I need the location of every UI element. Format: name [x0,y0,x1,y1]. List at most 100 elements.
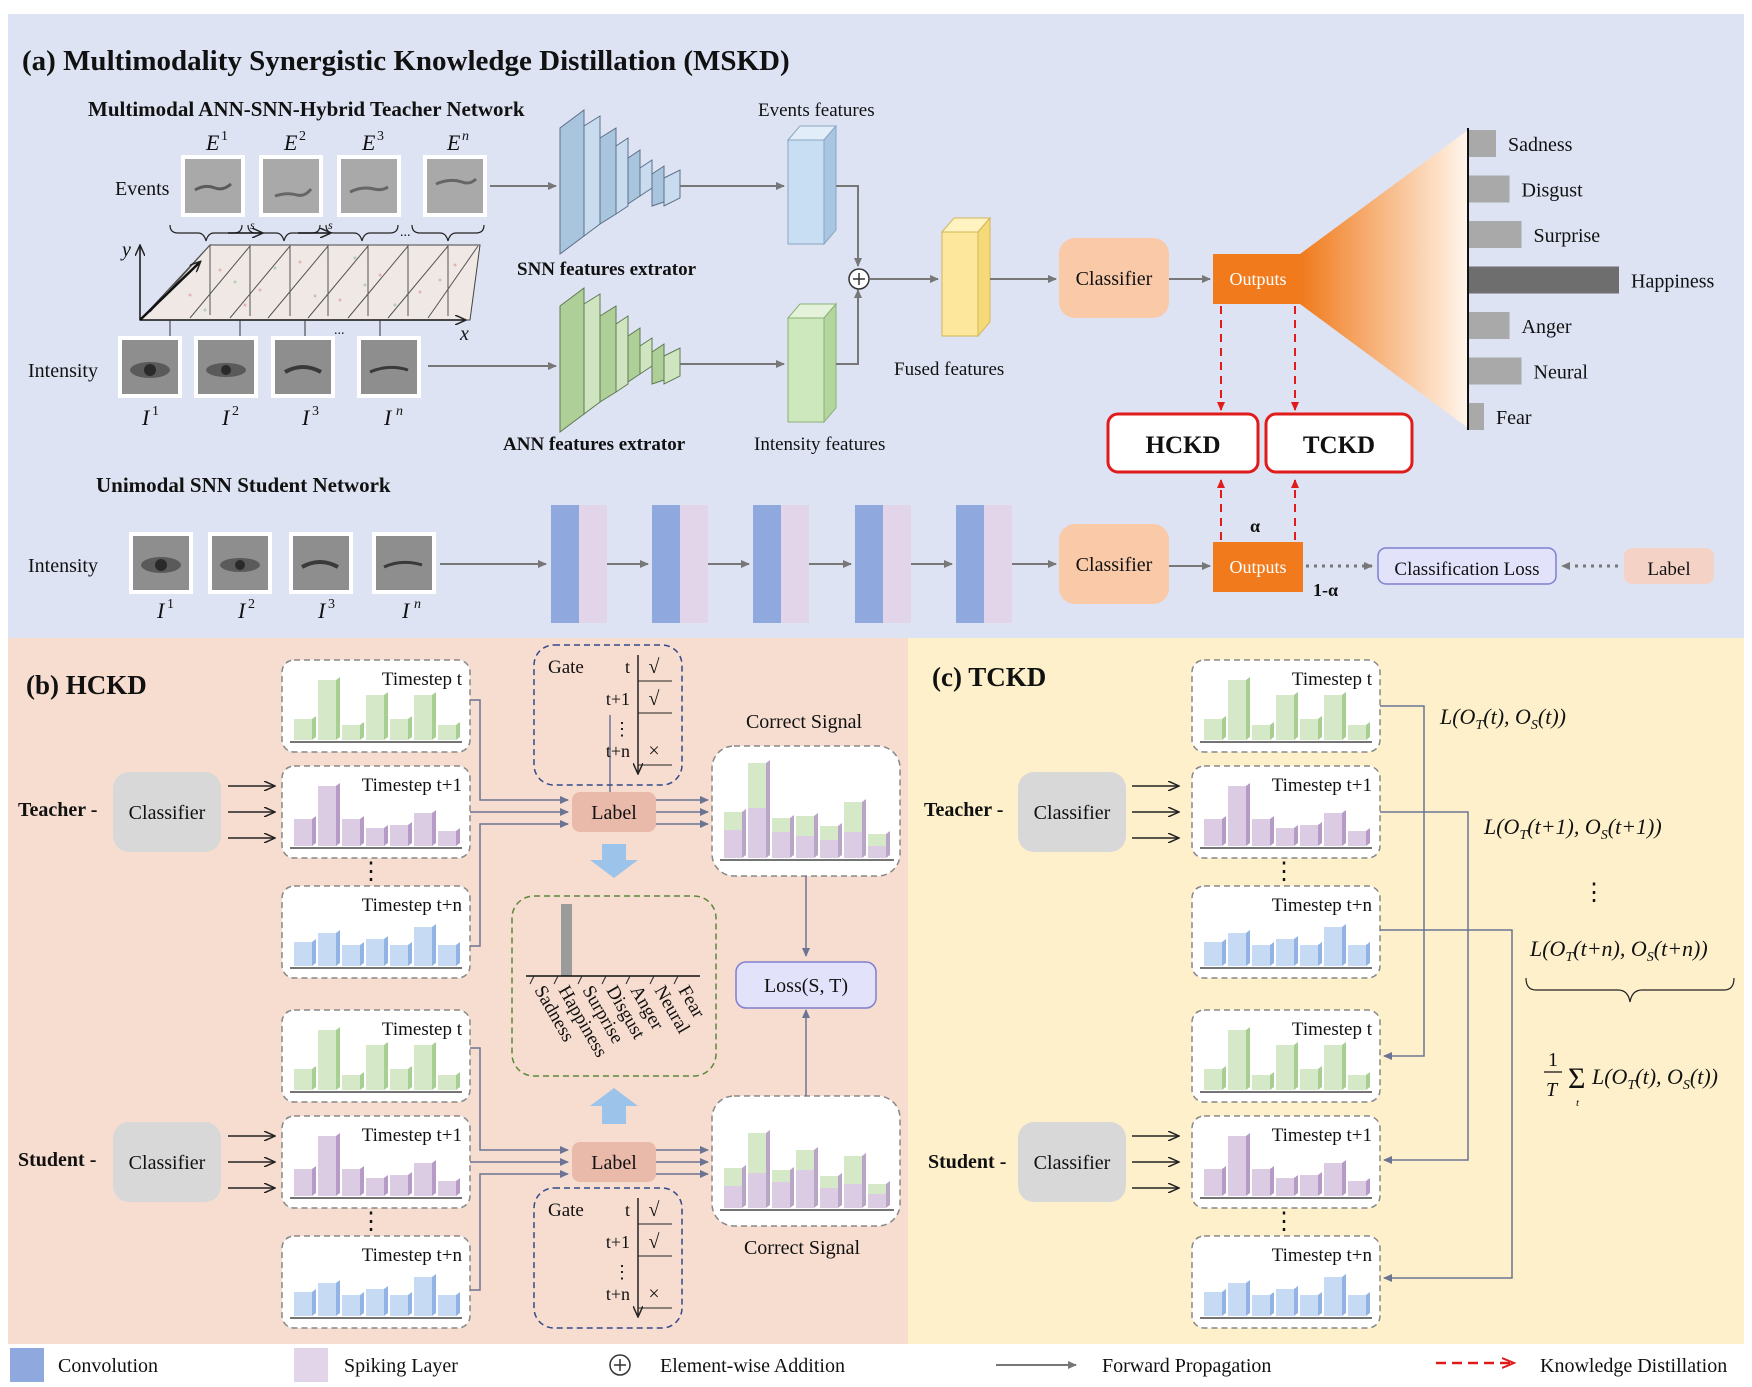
tckd-student-card-t1: Timestep t+1 [1191,1115,1381,1209]
correct-signal-bottom-lower-4 [820,1188,838,1208]
hckd-gate-teacher-row-1: t+1 [606,689,630,709]
correct-signal-bottom-upper-6 [868,1184,886,1194]
correct-signal-bottom-lower-3 [796,1170,814,1208]
hckd-gate-teacher-mark-0: √ [649,656,660,678]
correct-signal-top-lower-3 [796,836,814,858]
intensity-frame-tn-label: I [383,405,393,430]
event-frame-n-label: E [446,130,461,155]
tckd-student-card-t-bar-5 [1324,1045,1342,1090]
hckd-teacher-card-tn: Timestep t+n [281,885,471,979]
student-block-2 [652,505,708,623]
snn-extractor-label: SNN features extrator [517,259,697,280]
intensity-frames-teacher: I 1 I 2 I 3 I n [118,336,421,430]
tckd-teacher-card-t1-bar-6 [1348,831,1366,846]
hckd-gate-student-mark-0: √ [649,1199,660,1221]
hckd-student-card-t-bar-2 [342,1075,360,1090]
hckd-teacher-card-tn-bar-4 [390,945,408,966]
emotion-label-anger: Anger [1522,316,1572,338]
hckd-teacher-classifier [113,772,221,852]
panel-c-bg [908,638,1744,1344]
hckd-student-card-tn-bar-6 [438,1295,456,1316]
tckd-classifier-arrows [1132,786,1178,1188]
correct-signal-bottom-upper-2 [772,1170,790,1182]
legend-kd-label: Knowledge Distillation [1540,1355,1727,1377]
tckd-student-card-t1-bar-1 [1228,1136,1246,1196]
student-frame-3-sup: 3 [328,597,335,612]
correct-signal-top-lower-1 [748,808,766,858]
correct-signal-bottom-lower-5 [844,1184,862,1208]
legend-conv-swatch [10,1348,44,1382]
emotion-label-sadness: Sadness [1508,134,1573,156]
hckd-teacher-card-t1-bar-0 [294,819,312,846]
axis-y-label: y [120,239,131,261]
tckd-student-card-t: Timestep t [1191,1009,1381,1103]
tckd-loss-vdots: ⋮ [1582,880,1606,906]
hckd-teacher-label-text: Label [591,802,637,824]
tckd-label: TCKD [1303,432,1375,459]
teacher-classifier-box [1059,238,1169,318]
correct-signal-bottom-lower-6 [868,1194,886,1208]
legend-conv-label: Convolution [58,1355,158,1377]
tckd-student-card-t-bar-1 [1228,1030,1246,1090]
tckd-teacher-card-t-bar-4 [1300,719,1318,740]
tckd-teacher-label: Teacher - [924,799,1003,821]
hckd-student-card-tn-bar-4 [390,1295,408,1316]
hckd-gate-teacher-title: Gate [548,657,584,678]
event-frame-1: E 1 [181,129,245,217]
hckd-label-to-signal-arrows [656,796,709,1178]
correct-signal-top-upper-0 [724,812,742,830]
correct-signal-bottom-lower-0 [724,1186,742,1208]
intensity-frame-tn-sup: n [396,404,403,419]
snn-extractor-text: SNN features extrator [517,259,697,280]
tckd-student-card-tn-bar-4 [1300,1295,1318,1316]
intensity-label-teacher: Intensity [28,360,98,382]
tckd-teacher-card-tn-bar-2 [1252,945,1270,966]
correct-signal-bottom-upper-3 [796,1150,814,1170]
panel-b-title: (b) HCKD [26,670,147,700]
intensity-frames-student: I 1 I 2 I 3 I n [129,532,436,623]
hckd-teacher-card-t1-bar-3 [366,828,384,846]
tckd-student-card-t-bar-3 [1276,1045,1294,1090]
tckd-student-card-tn: Timestep t+n [1191,1235,1381,1329]
student-frame-1: I 1 [129,532,193,623]
tckd-teacher-card-tn: Timestep t+n [1191,885,1381,979]
intensity-frame-t2-label: I [221,405,231,430]
hckd-student-card-t1-bar-5 [414,1163,432,1196]
tckd-loss-term-n: L(OT(t+n), OS(t+n)) [1529,936,1708,965]
hckd-gate-student-title: Gate [548,1200,584,1221]
hckd-teacher-card-t-bar-5 [414,695,432,740]
emotion-label-fear: Fear [1496,407,1532,429]
snn-feature-extractor [559,109,681,255]
hckd-teacher-card-t1: Timestep t+1 [281,765,471,859]
tckd-teacher-vdots: ⋮ [1272,859,1296,885]
correct-signal-bottom-bars [720,1130,894,1211]
ann-extractor-text: ANN features extrator [503,434,686,455]
correct-signal-top-lower-5 [844,832,862,858]
gt-label-box [1624,548,1714,584]
hckd-teacher-card-t1-bar-6 [438,831,456,846]
tckd-student-classifier-label: Classifier [1034,1152,1111,1174]
correct-signal-bottom-lower-2 [772,1182,790,1208]
arrow-intensity-to-add [836,289,862,365]
hckd-teacher-card-t1-bar-4 [390,825,408,846]
tckd-teacher-card-t1-title: Timestep t+1 [1272,775,1372,796]
hckd-student-card-t-bar-5 [414,1045,432,1090]
tckd-loss-term-n-text: L(OT(t+n), OS(t+n)) [1529,936,1708,965]
student-block-1 [551,505,607,623]
correct-signal-top-upper-2 [772,818,790,832]
correct-signal-top-upper-1 [748,763,766,808]
tckd-student-card-t1-bar-4 [1300,1175,1318,1196]
hckd-teacher-card-tn-bar-6 [438,945,456,966]
student-block-5 [956,505,1012,623]
legend-forward-label: Forward Propagation [1102,1355,1271,1377]
tckd-mean-L: L(OT(t), OS(t)) [1591,1064,1718,1093]
tckd-teacher-card-tn-bar-0 [1204,942,1222,966]
intensity-frame-t3-label: I [301,405,311,430]
hckd-student-label-text: Label [591,1152,637,1174]
hckd-student-classifier [113,1122,221,1202]
tckd-student-card-t1-bar-2 [1252,1169,1270,1196]
tckd-student-card-tn-bar-6 [1348,1295,1366,1316]
gt-label-text: Label [1647,559,1690,580]
